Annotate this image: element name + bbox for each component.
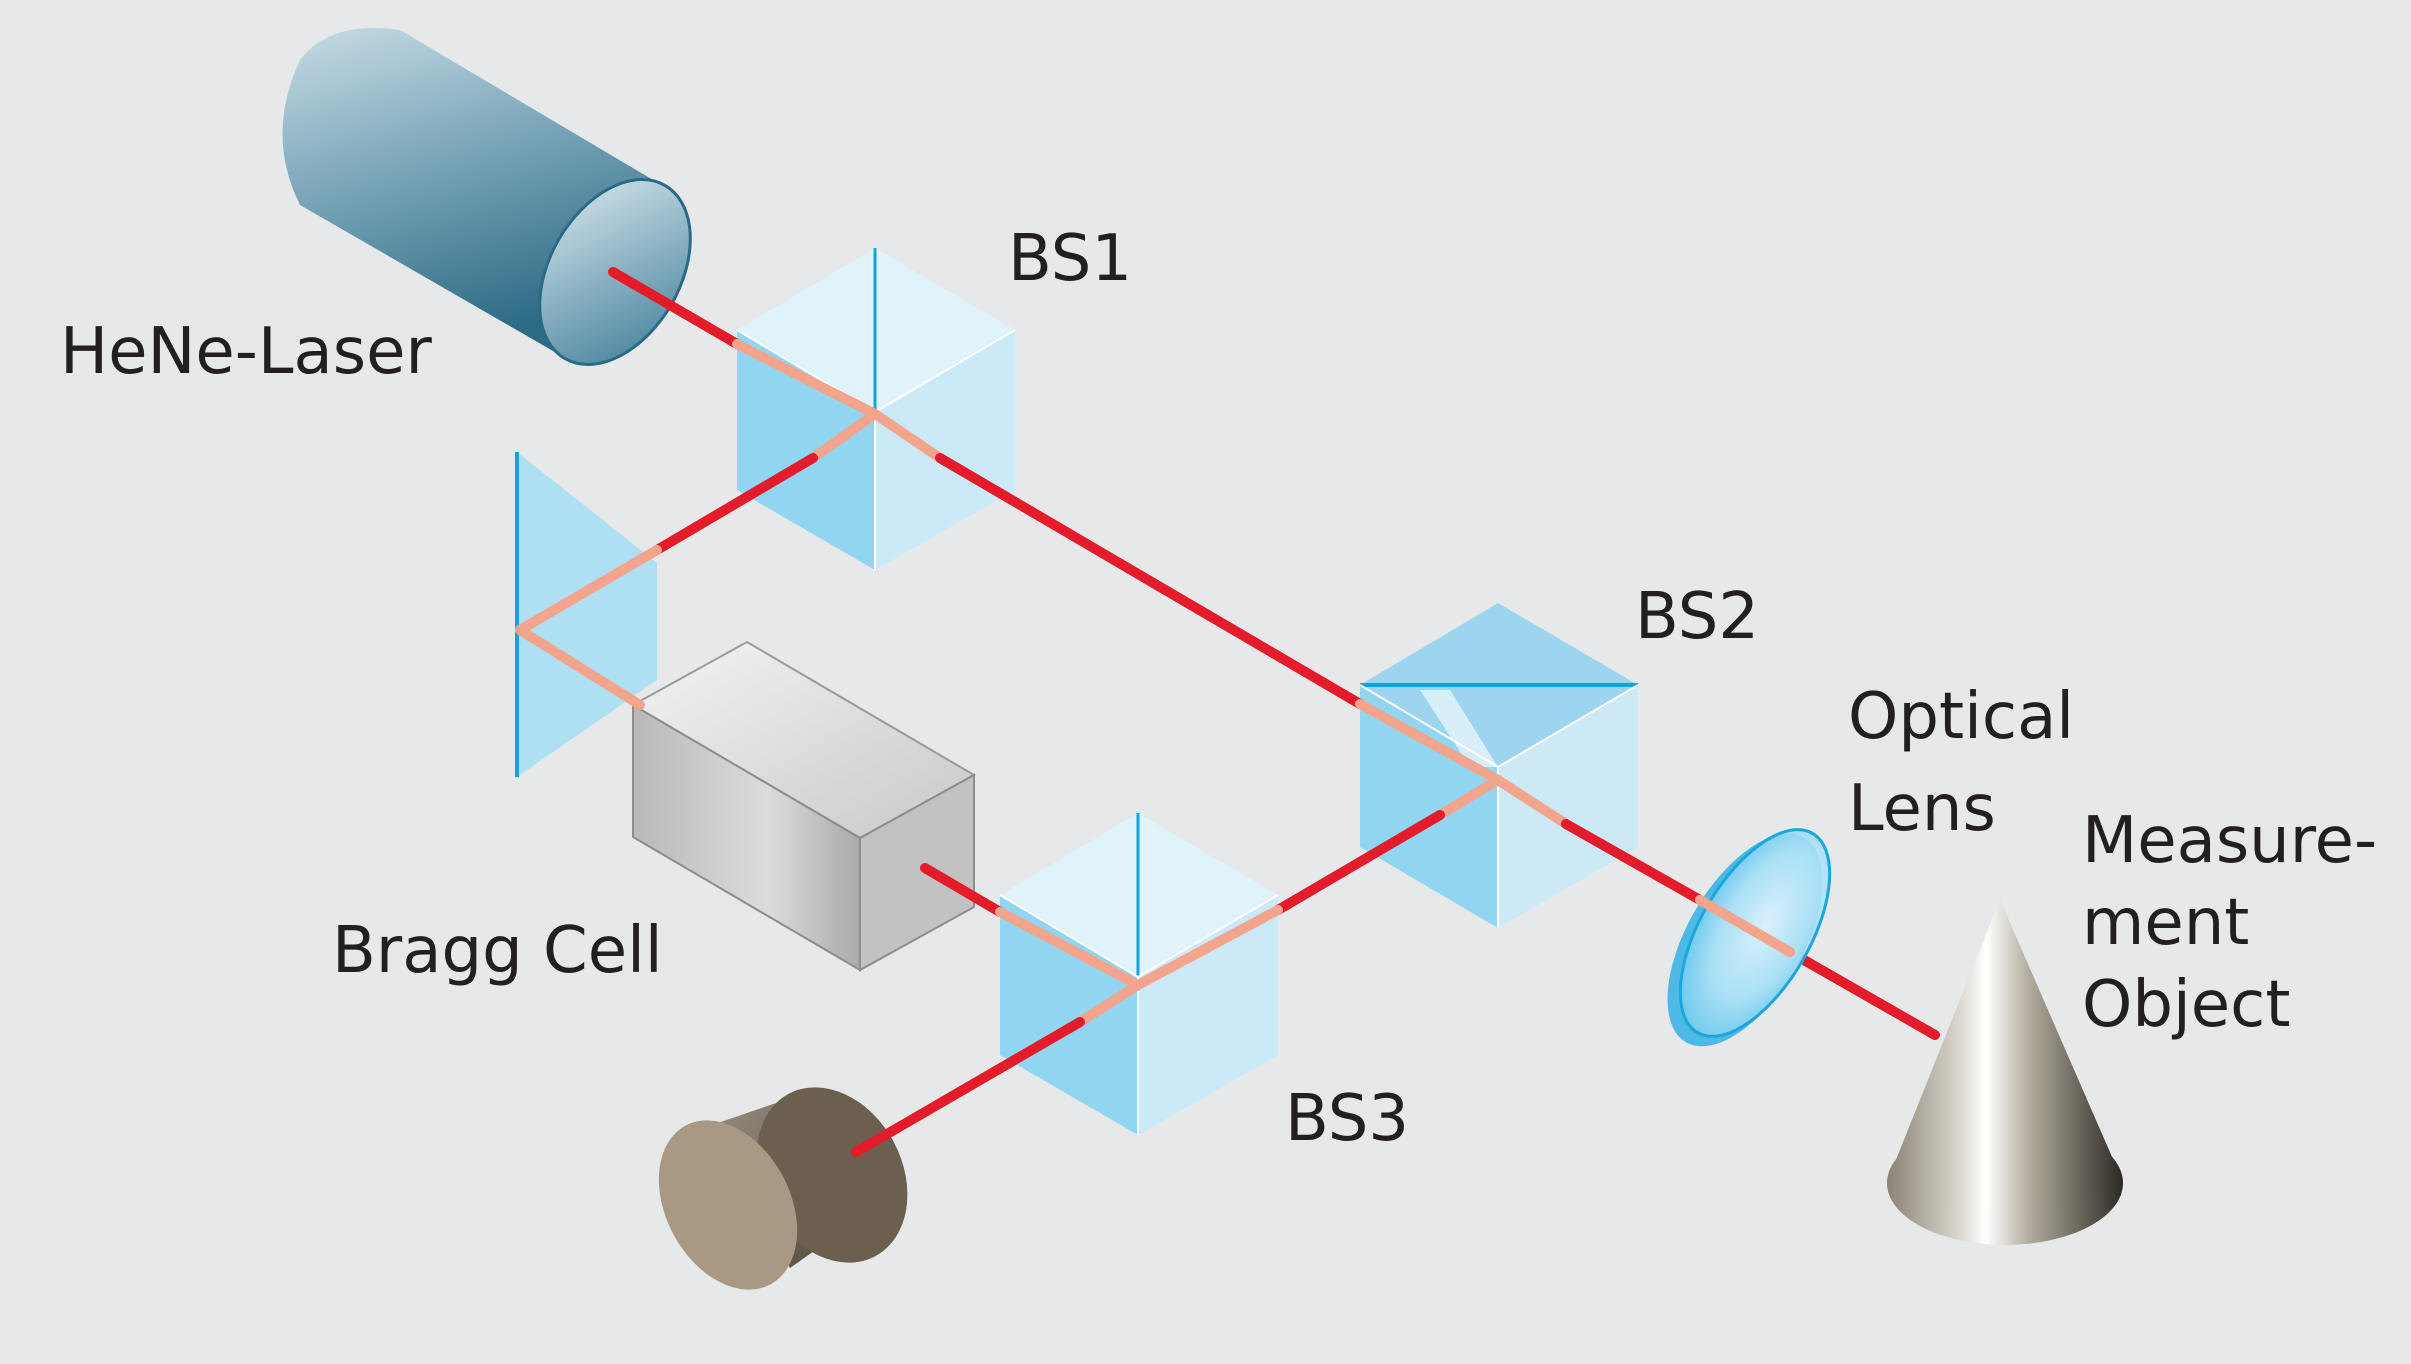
label-bs2: BS2 <box>1635 580 1759 654</box>
label-bs1: BS1 <box>1008 222 1132 296</box>
label-bragg-cell: Bragg Cell <box>332 914 663 988</box>
photodetector <box>658 1087 908 1290</box>
beam-splitter-bs2 <box>1359 603 1639 928</box>
beam-bs2-to-lens <box>1561 819 1705 905</box>
optical-lens <box>1667 828 1832 1047</box>
beam-bs3-to-detector <box>851 1017 1085 1157</box>
beam-lens-to-object <box>1785 947 1940 1040</box>
label-hene-laser: HeNe-Laser <box>60 315 432 389</box>
beam-splitter-bs3 <box>999 813 1279 1135</box>
beam-bragg-to-bs3 <box>920 863 1005 917</box>
beam-bs1-to-mirror <box>652 453 818 555</box>
label-optical-lens-line2: Lens <box>1848 772 1996 846</box>
label-measurement-object-line2: ment <box>2082 886 2249 960</box>
label-optical-lens-line1: Optical <box>1848 680 2074 754</box>
label-measurement-object-line1: Measure- <box>2082 804 2377 878</box>
beam-bs2-to-bs3 <box>1273 810 1445 915</box>
beam-bs1-to-bs2 <box>935 453 1365 709</box>
laser-beams <box>515 267 1940 1157</box>
beam-splitter-bs1 <box>736 248 1016 570</box>
measurement-object-cone <box>1887 900 2123 1245</box>
bragg-cell <box>630 640 977 972</box>
beam-laser-to-bs1 <box>608 267 742 349</box>
label-bs3: BS3 <box>1285 1082 1409 1156</box>
label-measurement-object-line3: Object <box>2082 968 2290 1042</box>
